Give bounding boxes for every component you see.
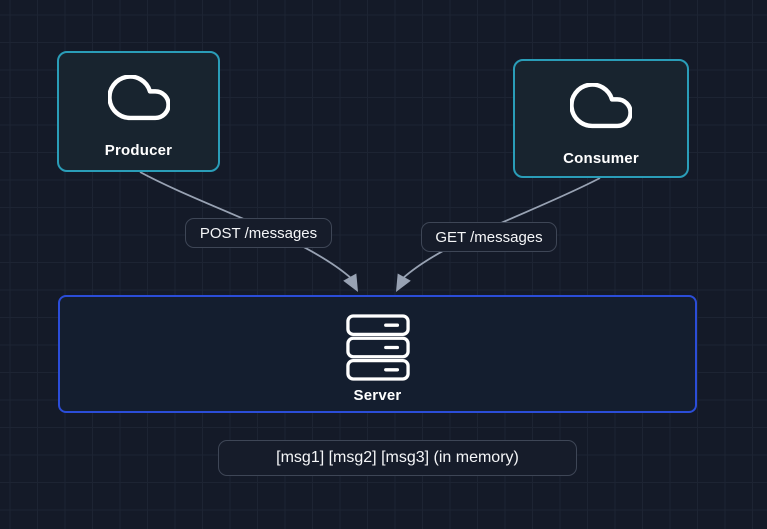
- server-icon: [345, 314, 410, 381]
- memory-annotation: [msg1] [msg2] [msg3] (in memory): [218, 440, 577, 476]
- edge-label-post-messages: POST /messages: [185, 218, 332, 248]
- node-producer-label: Producer: [104, 142, 173, 159]
- node-server-label: Server: [353, 387, 402, 404]
- producer-arrowhead-icon: [343, 273, 358, 292]
- cloud-icon: [107, 75, 170, 121]
- cloud-icon: [570, 83, 632, 129]
- node-producer: Producer: [57, 51, 220, 172]
- node-server: Server: [58, 295, 697, 413]
- edge-label-get-messages: GET /messages: [421, 222, 557, 252]
- node-consumer-label: Consumer: [563, 150, 639, 167]
- consumer-arrowhead-icon: [396, 273, 411, 292]
- node-consumer: Consumer: [513, 59, 689, 178]
